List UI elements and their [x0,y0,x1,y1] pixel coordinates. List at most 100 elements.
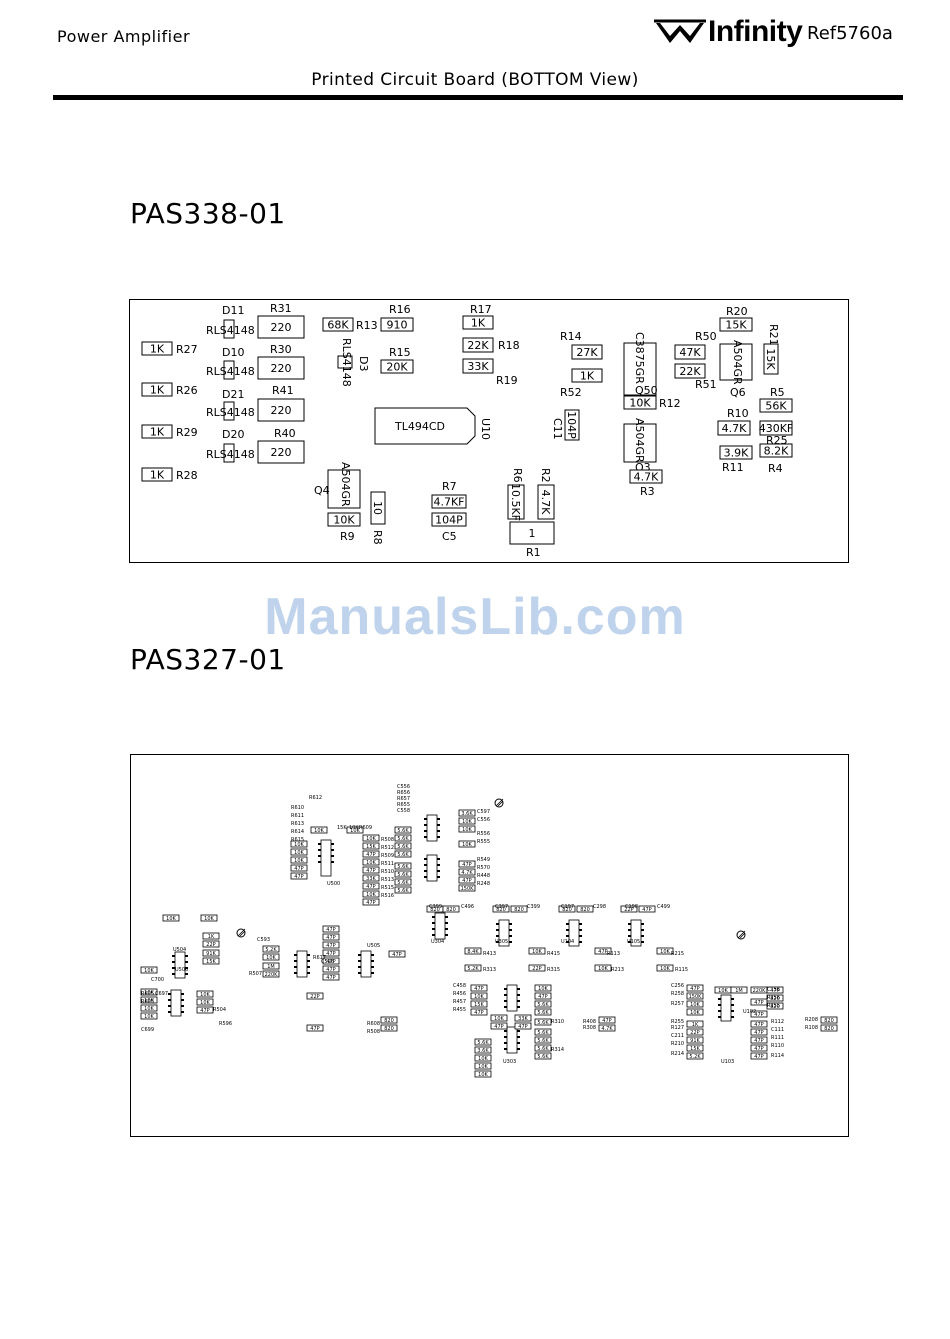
smd-value: 15K [690,1046,700,1052]
smd-body [394,862,412,870]
designator-c5: C5 [442,530,457,543]
chip-pin [185,955,188,957]
chip-pin [517,1048,520,1050]
component-value: 4.7K [722,422,747,435]
smd-value: 47P [770,988,779,994]
smd-body [290,864,308,872]
component-r15: 20K [380,359,414,374]
smd-body [686,1036,704,1044]
chip-pin [517,1030,520,1032]
smd-chip [566,919,582,947]
smd-body [458,809,476,817]
chip-body [720,994,732,1022]
component-r28: 1K [141,467,173,482]
screw-slot [495,798,504,807]
chip-pin [445,922,448,924]
smd-component: 10K [490,1014,508,1022]
smd-body [686,984,704,992]
smd-component: 10K [196,990,214,998]
smd-component: 10K [362,834,380,842]
smd-value: 15K [366,844,376,850]
chip-pin [185,967,188,969]
chip-pin [424,864,427,866]
smd-component: 5.6K [534,1018,552,1026]
chip-pin [318,843,321,845]
smd-body [464,964,482,972]
chip-body [174,951,186,979]
chip-pin [718,1016,721,1018]
fine-designator: C156 [767,987,780,993]
chip-pin [445,916,448,918]
component-value: 1K [150,343,165,356]
smd-component: 10K [458,840,476,848]
component-r1: 1 [509,521,555,545]
smd-component: 10K [140,1012,158,1020]
component-r12: 10K [623,395,657,410]
smd-body [310,826,328,834]
smd-value: 47P [642,907,651,913]
smd-value: 5.6K [397,828,409,834]
smd-body [464,947,482,955]
chip-pin [432,934,435,936]
chip-pin [181,1011,184,1013]
smd-body [766,1002,784,1010]
smd-value: 10K [166,916,176,922]
smd-value: 10K [478,1056,488,1062]
smd-component: 10K [686,1008,704,1016]
smd-value: 10K [266,955,276,961]
smd-body [322,957,340,965]
smd-body [394,850,412,858]
fine-designator: R115 [675,967,688,973]
chip-pin [331,849,334,851]
smd-value: 22P [690,1030,699,1036]
fine-designator: R549 [477,857,490,863]
smd-component: 10K [346,826,364,834]
designator-r16: R16 [389,303,411,316]
smd-value: 5.6K [537,1020,549,1026]
smd-component: 47P [458,860,476,868]
smd-body [202,932,220,940]
smd-component: 10K [290,856,308,864]
smd-body [820,1016,838,1024]
smd-body [638,905,656,913]
transistor-q4-body [327,469,361,509]
smd-component: 3.6K [474,1046,492,1054]
smd-component: 47P [362,898,380,906]
chip-pin [331,855,334,857]
smd-component: 47P [362,882,380,890]
smd-body [458,817,476,825]
ic-part: TL494CD [394,420,445,433]
smd-component: 10K [656,947,674,955]
smd-component: 10K [290,840,308,848]
fine-designator: U102 [743,1009,756,1015]
component-body [759,420,793,436]
chip-pin [181,1005,184,1007]
smd-component: 5.6K [394,886,412,894]
smd-component: 10K [200,914,218,922]
smd-body [362,834,380,842]
smd-component: 47P [514,1022,532,1030]
chip-pin [294,966,297,968]
component-body [462,337,494,353]
smd-component: 47P [470,1008,488,1016]
smd-body [534,1018,552,1026]
fine-designator: R611 [291,813,304,819]
chip-pin [517,994,520,996]
chip-pin [509,935,512,937]
chip-pin [371,954,374,956]
smd-component: 5.6K [394,834,412,842]
smd-body [534,1044,552,1052]
component-r8: 10 [370,491,386,525]
component-r21: 15K [763,343,779,375]
smd-component: 33K [362,874,380,882]
smd-value: 10K [538,986,548,992]
smd-body [750,1036,768,1044]
smd-body [394,870,412,878]
smd-body [534,1036,552,1044]
smd-value: 10K [598,966,608,972]
smd-body [362,858,380,866]
designator-r19: R19 [496,374,518,387]
fine-designator: C556 [477,817,490,823]
designator-r29: R29 [176,426,198,439]
